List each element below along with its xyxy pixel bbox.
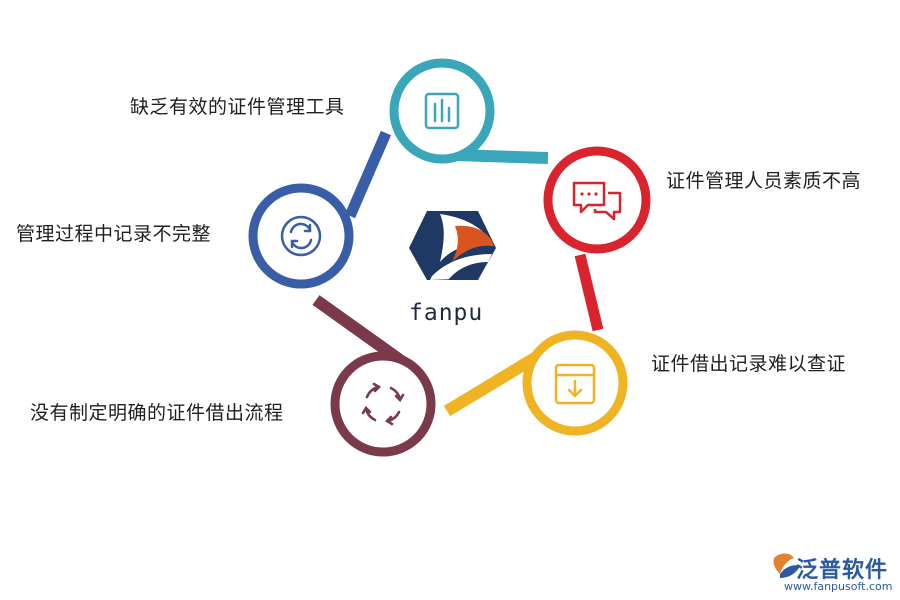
center-logo: [409, 211, 496, 280]
node-red: [543, 146, 651, 254]
label-maroon: 没有制定明确的证件借出流程: [30, 402, 284, 424]
chat-bubbles-icon: [572, 181, 622, 221]
node-teal: [389, 58, 495, 164]
refresh-icon: [280, 215, 322, 257]
cycle-arrows-icon: [361, 382, 405, 426]
label-blue: 管理过程中记录不完整: [16, 223, 212, 245]
watermark-logo-icon: [773, 553, 800, 578]
watermark-brand: 泛普软件: [796, 558, 889, 583]
label-yellow: 证件借出记录难以查证: [651, 353, 847, 375]
node-blue: [248, 183, 354, 289]
bar-chart-icon: [424, 92, 460, 130]
label-teal: 缺乏有效的证件管理工具: [130, 96, 345, 118]
download-box-icon: [554, 363, 596, 405]
watermark-url: www.fanpusoft.com: [784, 580, 893, 593]
node-maroon: [330, 351, 436, 457]
connector-red-yellow: [574, 253, 604, 332]
connector-blue-teal: [344, 130, 392, 219]
node-yellow: [522, 330, 628, 436]
center-brand-text: fanpu: [409, 300, 484, 326]
connector-teal-red: [454, 149, 549, 164]
label-red: 证件管理人员素质不高: [666, 170, 862, 192]
